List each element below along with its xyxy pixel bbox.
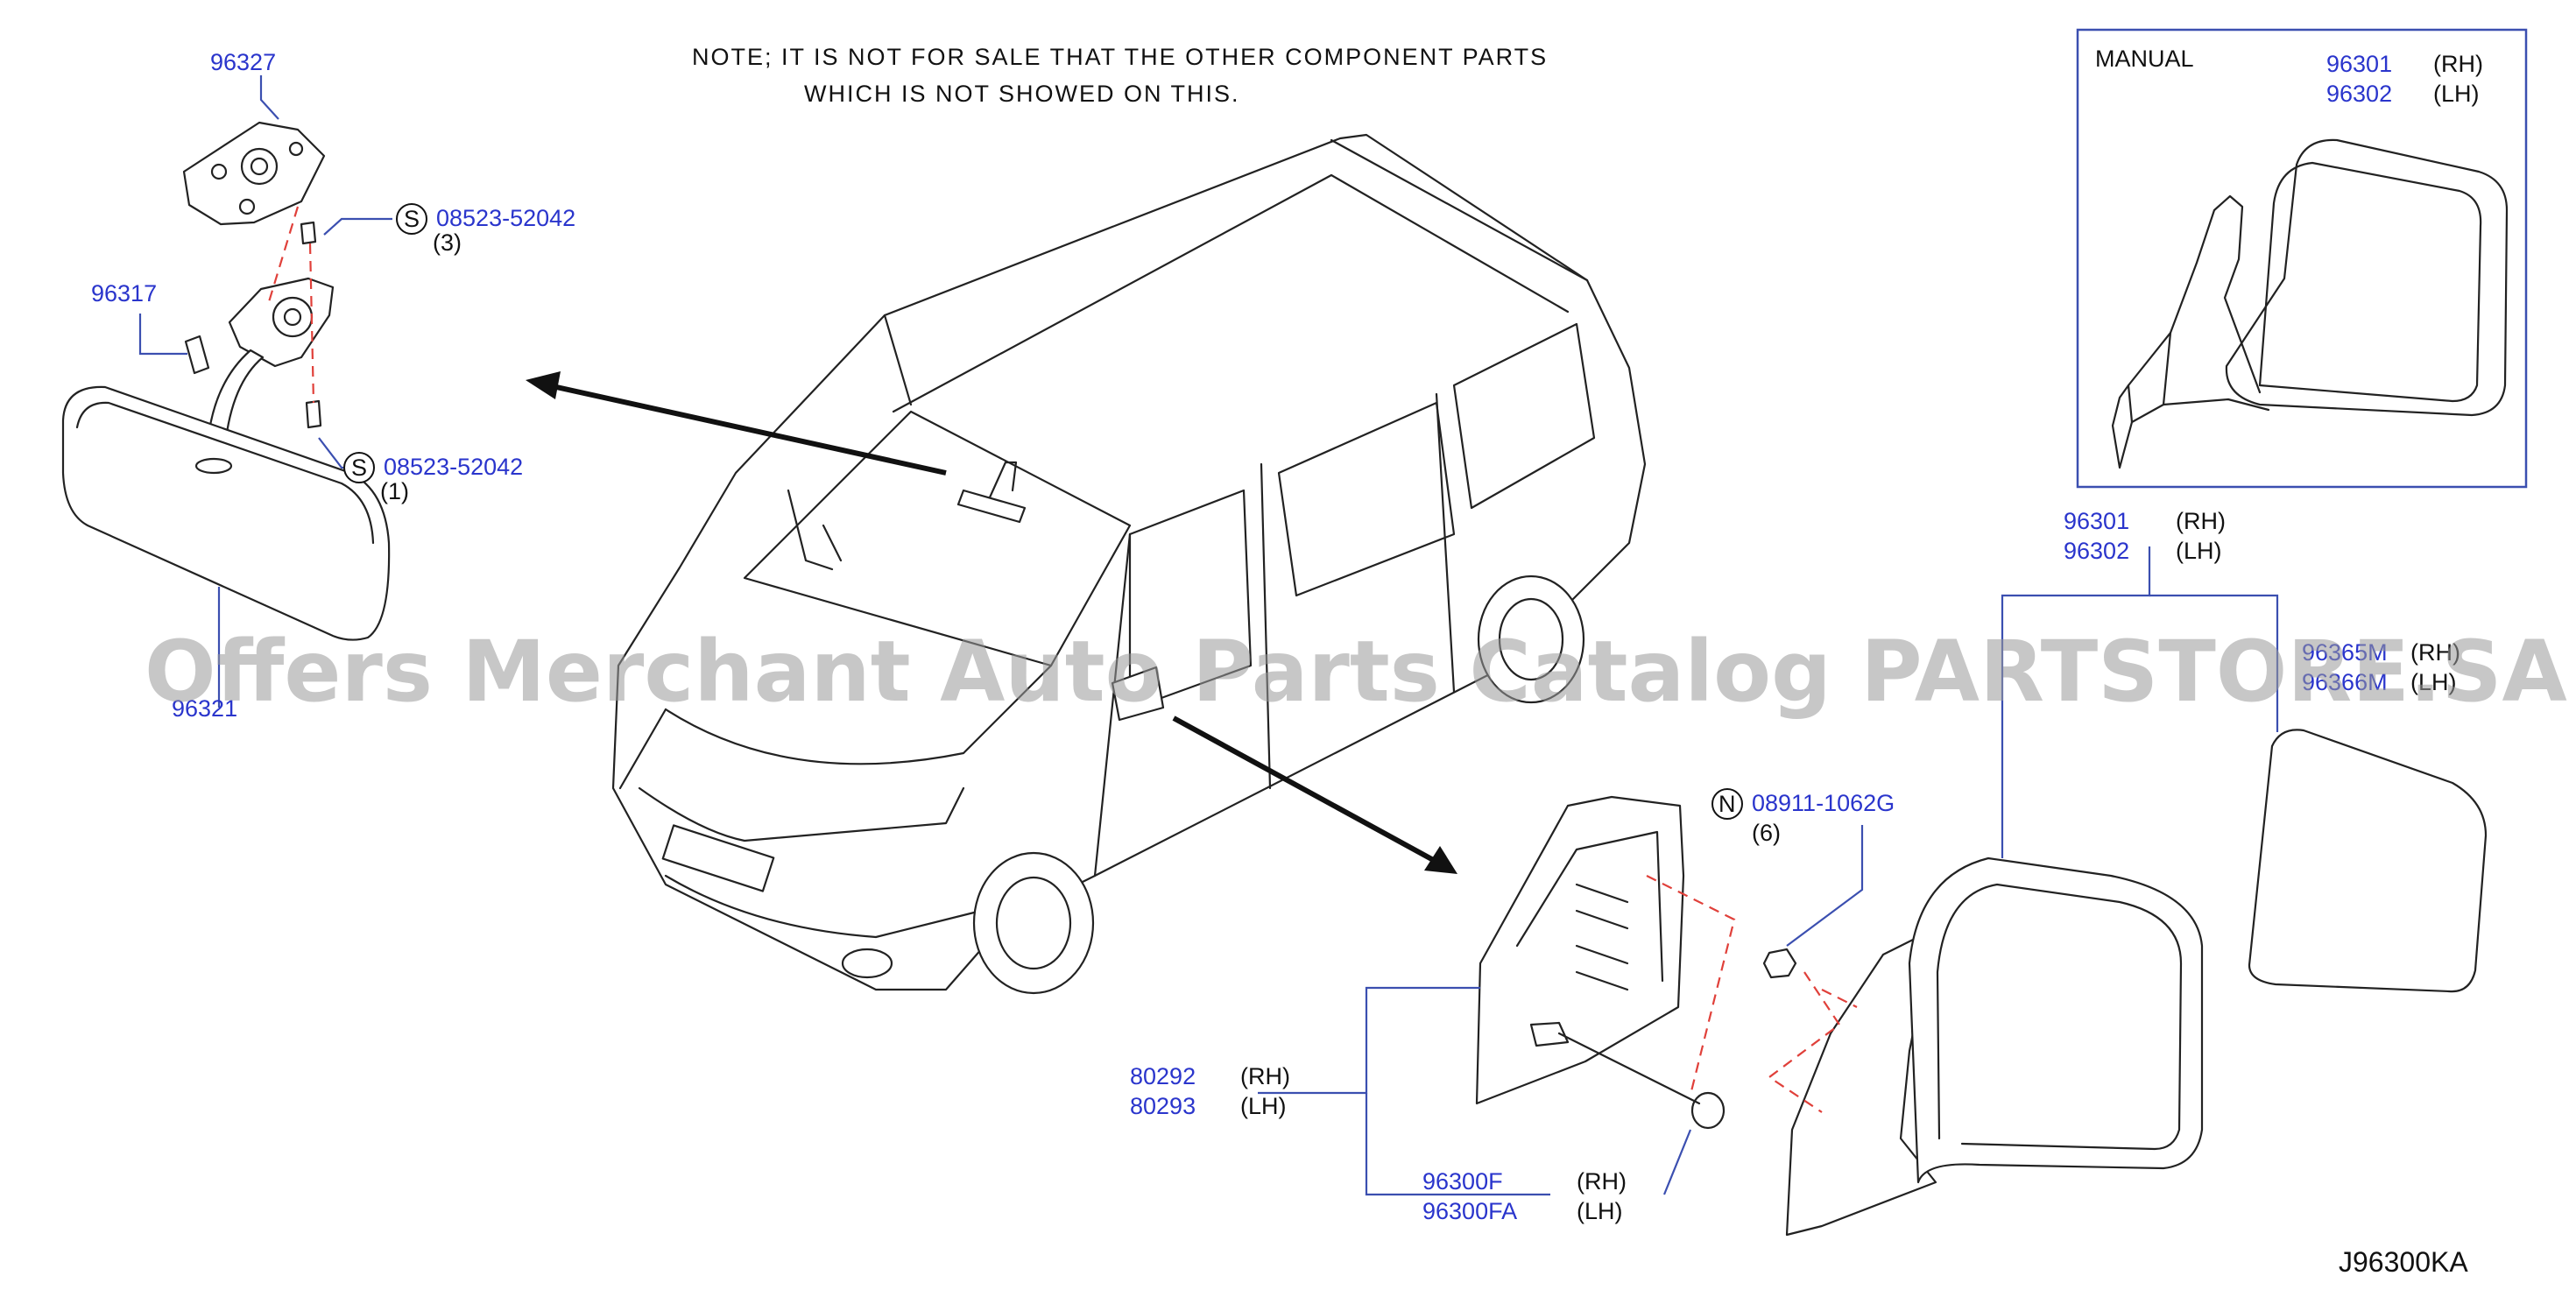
- label-96321[interactable]: 96321: [172, 695, 237, 722]
- label-80293[interactable]: 80293: [1130, 1093, 1196, 1119]
- label-96300FA[interactable]: 96300FA: [1422, 1198, 1517, 1224]
- label-96327[interactable]: 96327: [210, 49, 276, 75]
- nut-08911: [1762, 948, 1797, 979]
- bolt-top-symbol: S: [404, 206, 420, 232]
- bolt-bottom-symbol: S: [351, 455, 367, 481]
- mirror-finisher: [1475, 795, 1685, 1105]
- label-96366M[interactable]: 96366M: [2302, 669, 2388, 695]
- label-nut[interactable]: 08911-1062G: [1752, 790, 1895, 816]
- label-nut-qty: (6): [1752, 820, 1781, 846]
- label-80292[interactable]: 80292: [1130, 1063, 1196, 1089]
- manual-mirror-drawing: [2111, 138, 2509, 469]
- note-line-2: WHICH IS NOT SHOWED ON THIS.: [804, 81, 1240, 107]
- inset-part-96301[interactable]: 96301: [2326, 51, 2392, 77]
- clip: [1529, 1021, 1570, 1047]
- label-80292-side: (RH): [1240, 1063, 1290, 1089]
- label-96301-side: (RH): [2176, 508, 2226, 534]
- mirror-bracket: [228, 277, 335, 368]
- grommet-96300F: [1690, 1091, 1726, 1130]
- label-bolt-bottom[interactable]: 08523-52042: [384, 454, 523, 480]
- label-96302[interactable]: 96302: [2064, 538, 2129, 564]
- van-drawing: [611, 133, 1647, 995]
- label-80293-side: (LH): [1240, 1093, 1287, 1119]
- label-96300F[interactable]: 96300F: [1422, 1168, 1503, 1195]
- watermark: Offers Merchant Auto Parts Catalog PARTS…: [145, 623, 2567, 721]
- bolt-top-qty: (3): [433, 229, 462, 256]
- nut-symbol: N: [1719, 791, 1736, 817]
- manual-inset: MANUAL 96301 (RH) 96302 (LH): [2076, 28, 2528, 489]
- room-mirror-group: [61, 121, 391, 641]
- inset-title: MANUAL: [2095, 46, 2194, 72]
- label-96317[interactable]: 96317: [91, 280, 157, 307]
- label-96302-side: (LH): [2176, 538, 2222, 564]
- mirror-body-96321: [61, 385, 391, 641]
- note-line-1: NOTE; IT IS NOT FOR SALE THAT THE OTHER …: [692, 44, 1548, 70]
- mirror-glass-96365M: [2248, 729, 2488, 993]
- label-96365M-side: (RH): [2410, 639, 2460, 666]
- nut-symbol-circle: [1711, 788, 1743, 820]
- arrow-to-door-mirror: [1172, 715, 1457, 874]
- label-96300F-side: (RH): [1577, 1168, 1627, 1195]
- bolt-bottom-symbol-circle: [343, 452, 375, 483]
- inset-part-96302[interactable]: 96302: [2326, 81, 2392, 107]
- door-mirror-group: [1475, 729, 2488, 1237]
- label-96365M[interactable]: 96365M: [2302, 639, 2388, 666]
- label-bolt-top[interactable]: 08523-52042: [436, 205, 575, 231]
- bolt-bottom-qty: (1): [380, 478, 409, 504]
- label-96301[interactable]: 96301: [2064, 508, 2129, 534]
- mirror-housing-96301: [1908, 856, 2204, 1184]
- inset-side-lh: (LH): [2433, 81, 2480, 107]
- inset-side-rh: (RH): [2433, 51, 2483, 77]
- arrow-to-room-mirror: [526, 371, 947, 476]
- label-96366M-side: (LH): [2410, 669, 2457, 695]
- screw-bottom: [305, 399, 322, 429]
- inset-frame: [2076, 28, 2528, 489]
- diagram-code: J96300KA: [2339, 1246, 2468, 1278]
- label-96300FA-side: (LH): [1577, 1198, 1623, 1224]
- sensor-cover-96317: [184, 335, 210, 375]
- bolt-top-symbol-circle: [396, 203, 427, 235]
- screw-top: [300, 221, 317, 245]
